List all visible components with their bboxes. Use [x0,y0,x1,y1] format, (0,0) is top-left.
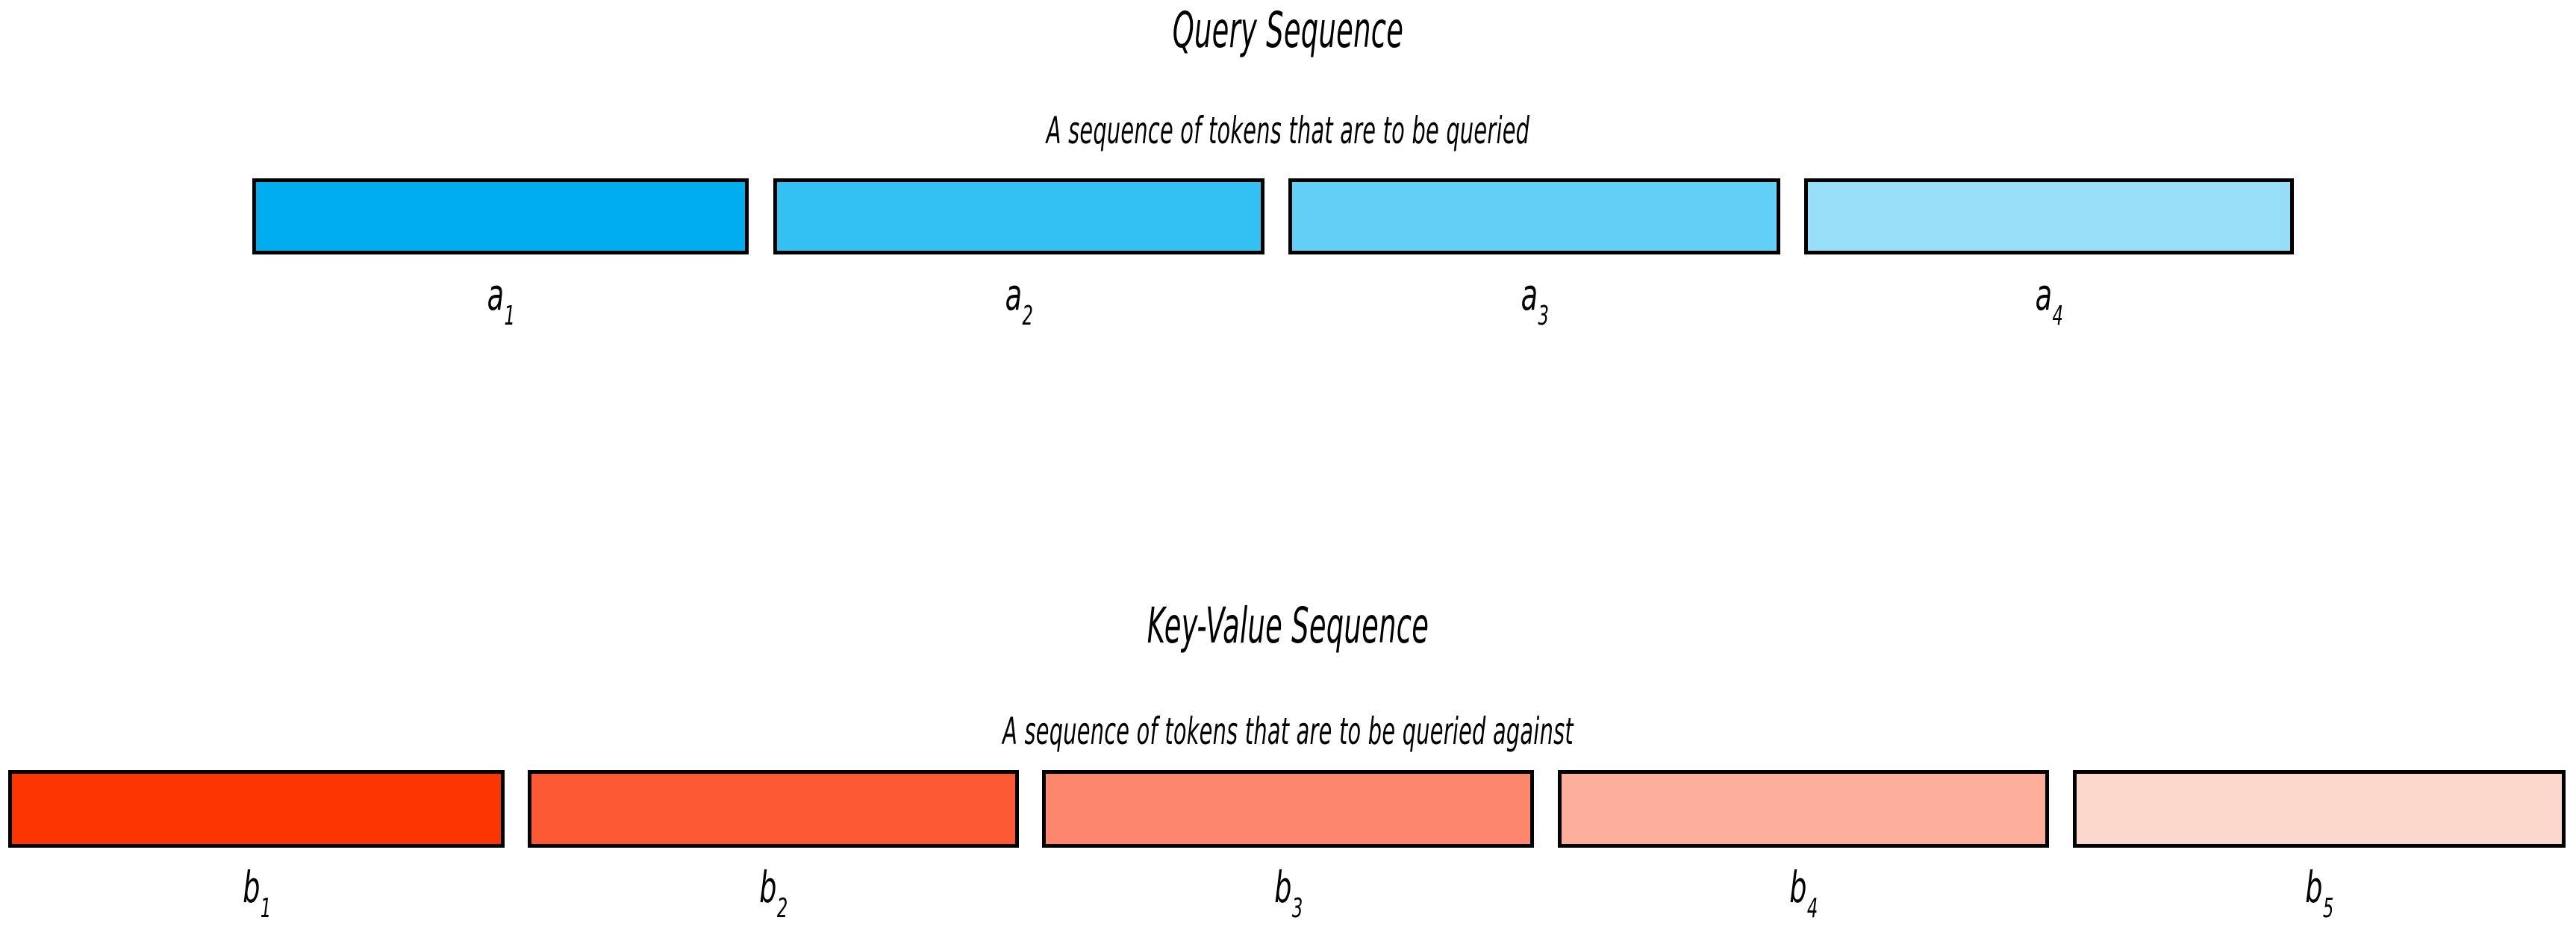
key-value-sequence-title: Key-Value Sequence [1147,597,1429,654]
query-token-label-2: a2 [1005,273,1033,329]
query-token-label-4-subscript: 4 [2052,300,2063,331]
query-token-label-3-subscript: 3 [1537,300,1549,331]
key-value-token-block-5[interactable] [2073,770,2566,848]
key-value-token-label-1-base: b [242,862,260,913]
key-value-token-label-1-subscript: 1 [260,892,271,924]
key-value-token-label-4-base: b [1789,862,1807,913]
key-value-token-label-2: b2 [759,866,788,922]
key-value-token-block-3[interactable] [1042,770,1534,848]
query-sequence-subtitle: A sequence of tokens that are to be quer… [1046,109,1530,152]
key-value-token-label-1: b1 [243,866,271,922]
query-token-label-1-subscript: 1 [503,300,515,331]
key-value-token-label-2-subscript: 2 [776,892,788,924]
query-token-label-3-base: a [1521,269,1538,320]
key-value-token-label-5-base: b [2305,862,2323,913]
query-token-label-2-subscript: 2 [1022,300,1033,331]
key-value-token-label-2-base: b [759,862,777,913]
query-token-block-2[interactable] [773,178,1264,254]
key-value-sequence-subtitle: A sequence of tokens that are to be quer… [1002,710,1574,753]
key-value-token-label-5: b5 [2305,866,2333,922]
query-token-block-4[interactable] [1804,178,2294,254]
query-token-label-1: a1 [487,273,514,329]
key-value-token-block-2[interactable] [528,770,1019,848]
key-value-token-label-4: b4 [1789,866,1818,922]
key-value-token-label-3-base: b [1273,862,1291,913]
query-sequence-title: Query Sequence [1172,1,1404,59]
query-token-label-2-base: a [1005,269,1022,320]
key-value-token-label-4-subscript: 4 [1806,892,1818,924]
key-value-token-label-5-subscript: 5 [2322,892,2334,924]
key-value-token-block-1[interactable] [8,770,505,848]
query-token-label-1-base: a [487,269,504,320]
query-token-label-4: a4 [2036,273,2063,329]
query-token-block-1[interactable] [252,178,749,254]
key-value-token-label-3: b3 [1274,866,1303,922]
key-value-token-block-4[interactable] [1558,770,2049,848]
query-token-label-3: a3 [1521,273,1548,329]
key-value-token-label-3-subscript: 3 [1291,892,1303,924]
query-token-label-4-base: a [2035,269,2052,320]
query-token-block-3[interactable] [1288,178,1780,254]
